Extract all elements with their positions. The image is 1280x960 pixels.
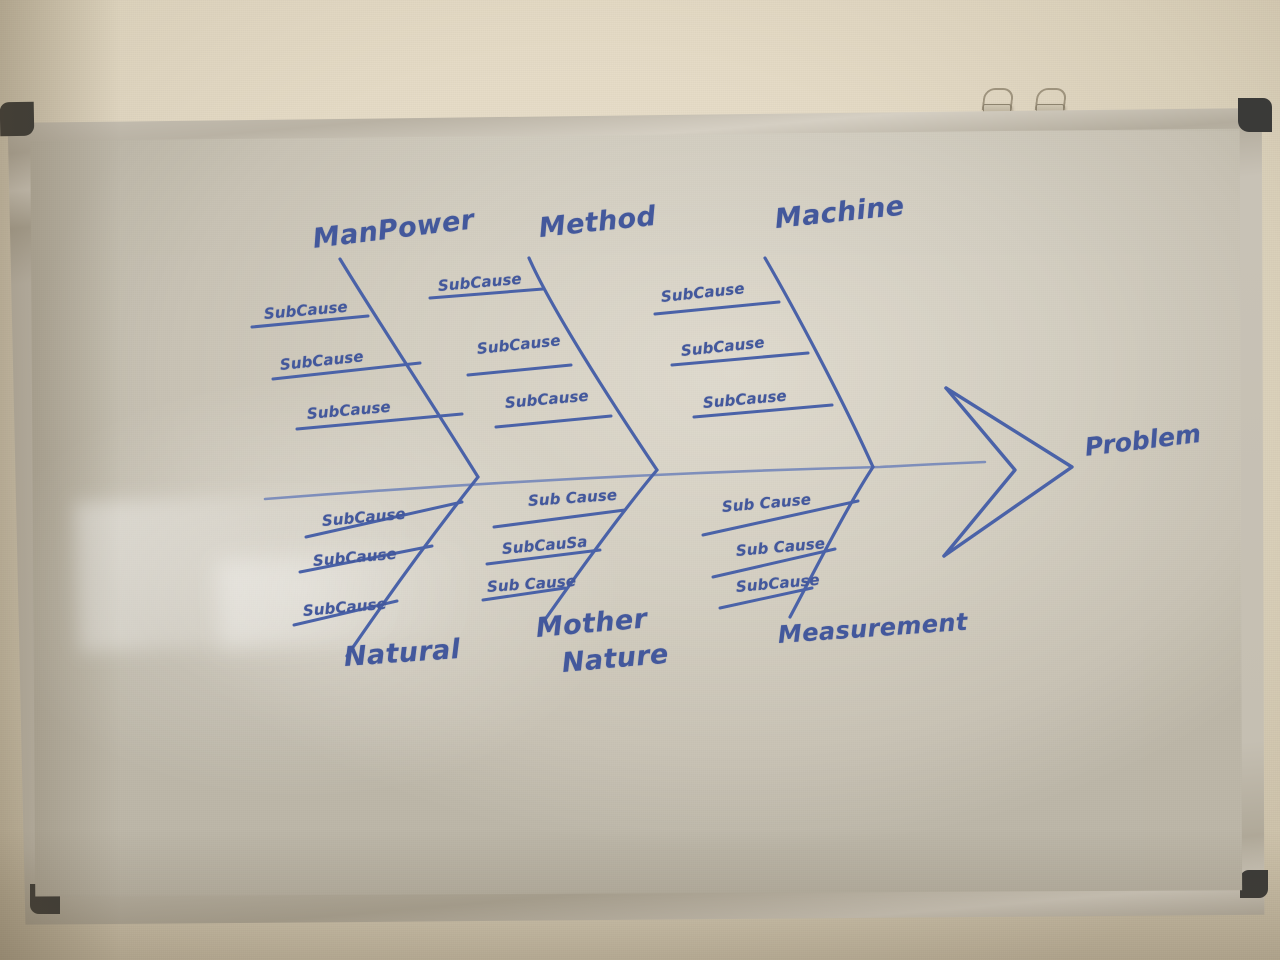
whiteboard — [0, 98, 1272, 928]
wall-shadow-bottom — [0, 830, 1280, 960]
frame-corner-bottom-right — [1240, 870, 1268, 898]
whiteboard-surface — [30, 128, 1243, 897]
wall-shadow-left — [0, 0, 120, 960]
surface-glare-secondary — [215, 547, 471, 651]
frame-corner-top-right — [1238, 98, 1272, 132]
